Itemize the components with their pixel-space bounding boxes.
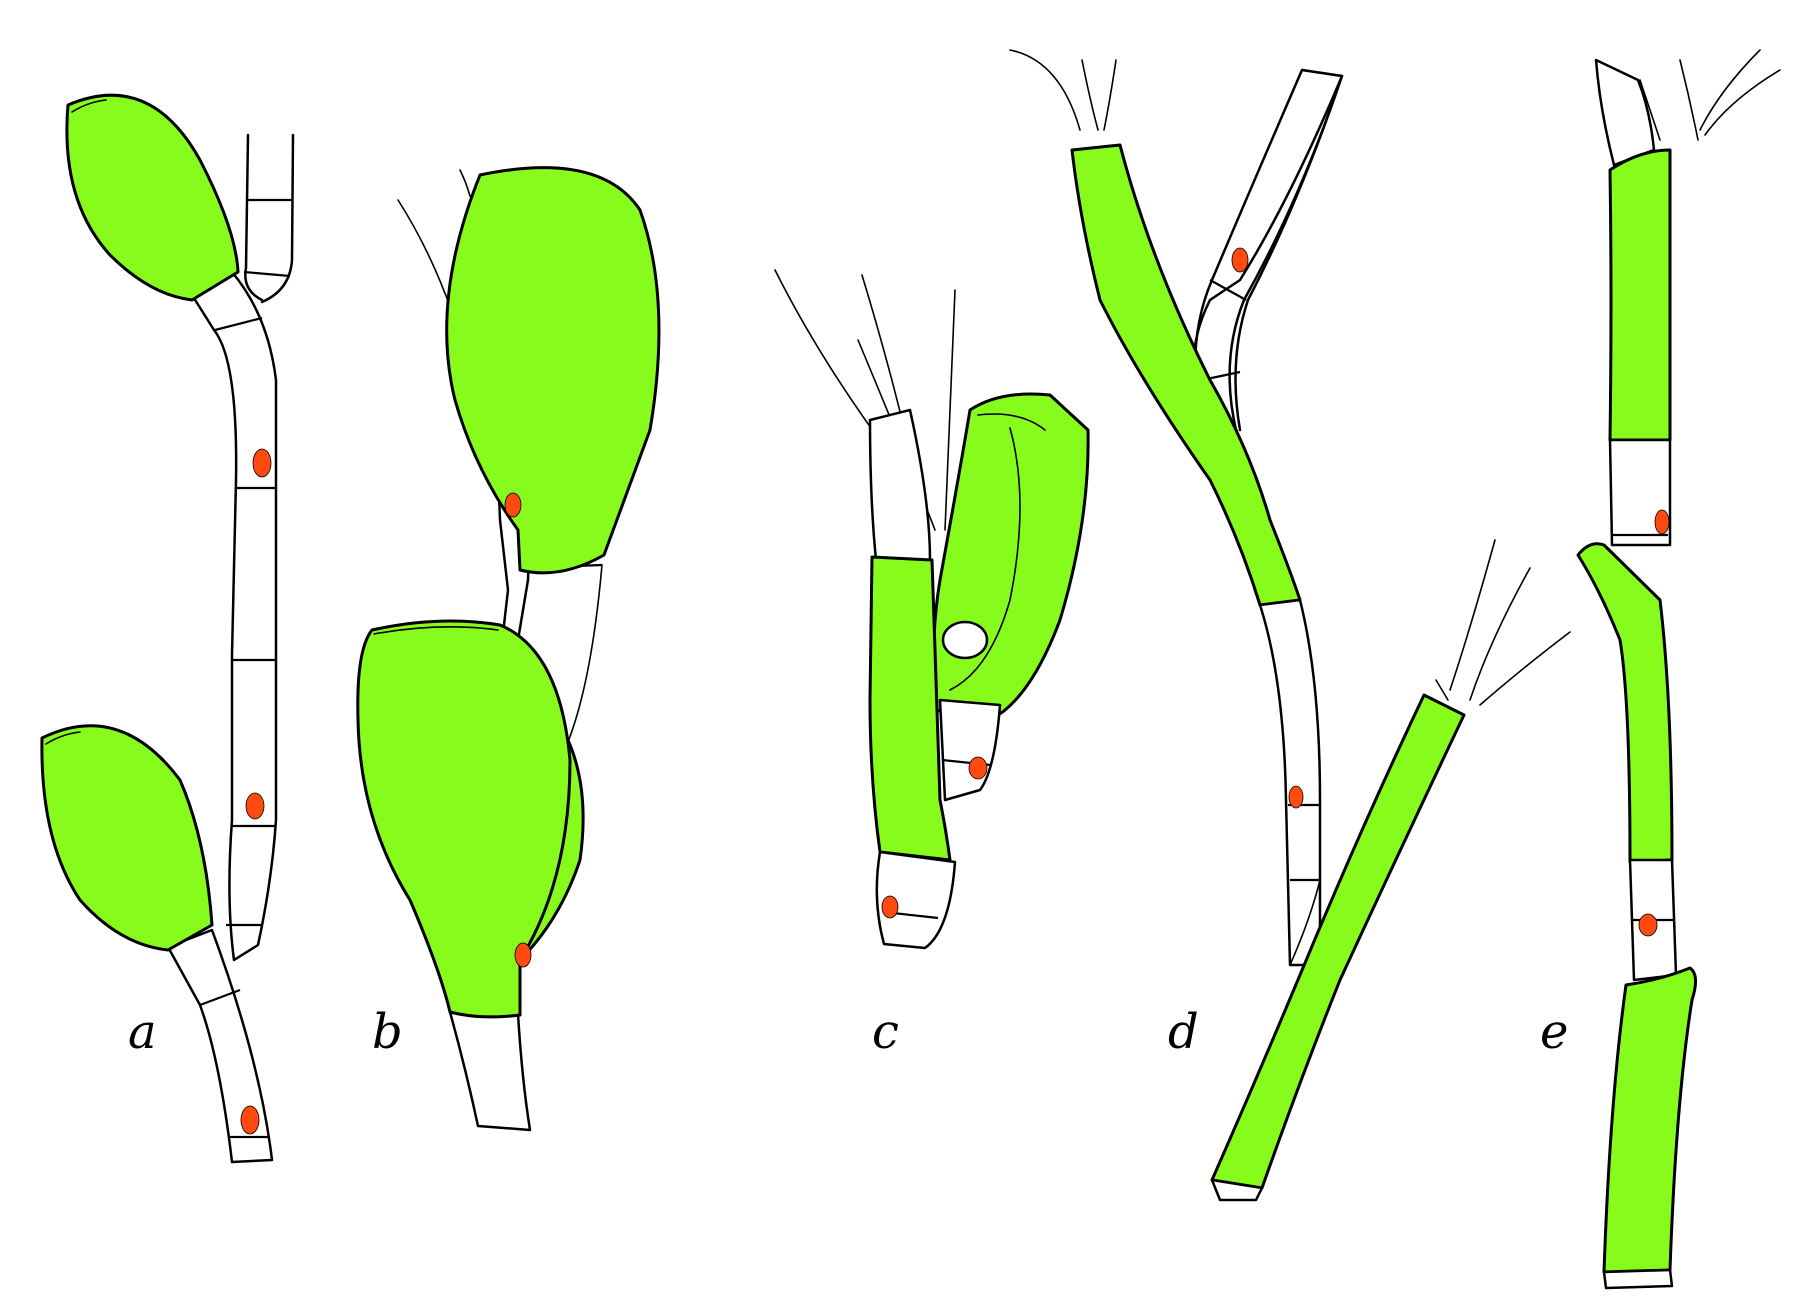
nucleus xyxy=(504,492,522,518)
panel-c: c xyxy=(774,269,1090,1060)
panel-a: a xyxy=(40,93,295,1164)
sporangium-b-upper xyxy=(445,166,661,575)
nucleus xyxy=(240,1105,260,1135)
nucleus xyxy=(1654,509,1670,535)
sporangium-d-main xyxy=(1070,143,1302,607)
sporangium-e-lower xyxy=(1602,966,1697,1274)
nucleus xyxy=(968,756,988,780)
panel-label-d: d xyxy=(1168,1004,1199,1060)
panel-label-e: e xyxy=(1540,1004,1568,1060)
sporangium-a-lower xyxy=(40,724,214,952)
sporangium-c-folded xyxy=(931,392,1090,722)
nucleus xyxy=(1638,913,1658,937)
panel-e: e xyxy=(1540,49,1781,1290)
panel-label-b: b xyxy=(372,1004,403,1060)
nucleus xyxy=(252,448,272,478)
nucleus xyxy=(1231,247,1249,273)
sporangium-e-upper xyxy=(1608,148,1672,442)
panel-label-a: a xyxy=(128,1004,157,1060)
sporangium-d-branch xyxy=(1210,693,1466,1190)
panel-label-c: c xyxy=(872,1004,899,1060)
nucleus xyxy=(514,942,532,968)
nucleus xyxy=(1288,785,1304,809)
sporangium-b-lower xyxy=(356,619,572,1019)
filament-a-main xyxy=(190,270,278,962)
panel-b: b xyxy=(356,166,661,1132)
sporangium-e-middle xyxy=(1576,542,1674,864)
sporangium-a-upper xyxy=(65,93,240,302)
panel-d: d xyxy=(1009,49,1571,1202)
nucleus xyxy=(245,792,265,820)
sporangium-c-main xyxy=(868,555,952,862)
nucleus xyxy=(881,895,899,919)
